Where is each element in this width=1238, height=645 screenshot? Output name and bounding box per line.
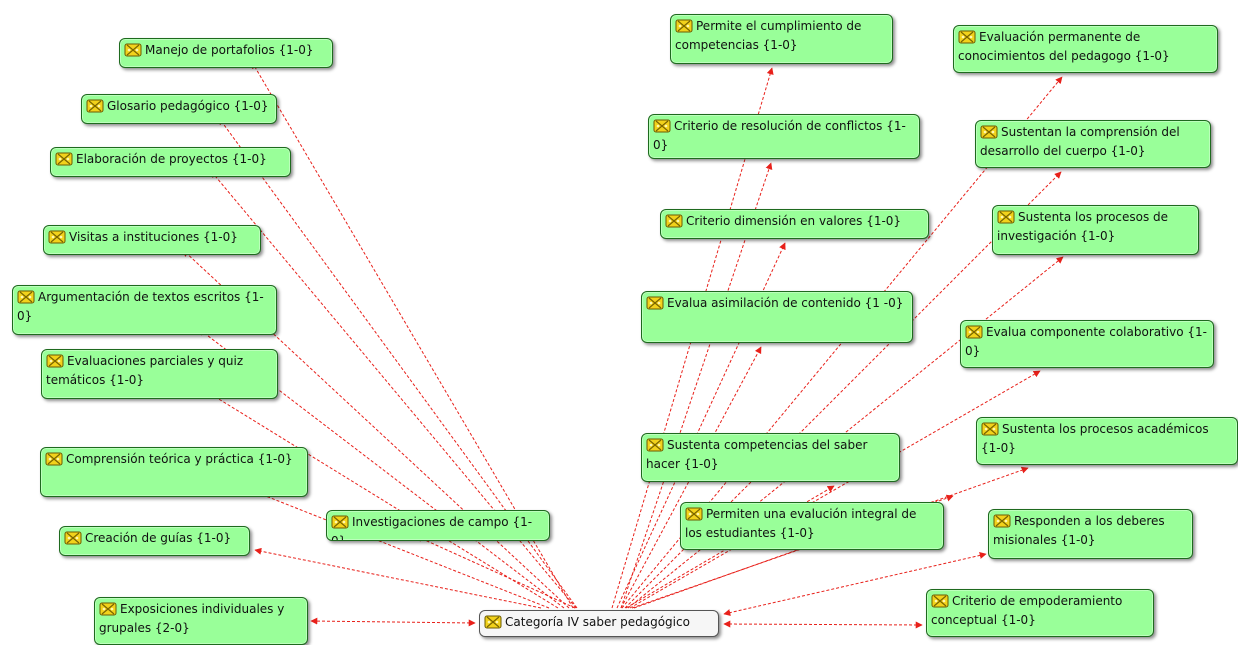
relation-arrow — [310, 617, 476, 627]
code-icon — [46, 353, 64, 368]
code-node[interactable]: Responden a los deberes misionales {1-0} — [988, 509, 1193, 559]
code-icon — [958, 29, 976, 44]
code-node[interactable]: Sustenta los procesos de investigación {… — [992, 205, 1199, 255]
code-icon — [646, 295, 664, 310]
code-label: Investigaciones de campo {1-0} — [331, 515, 533, 541]
code-icon — [331, 514, 349, 529]
code-icon — [45, 451, 63, 466]
code-node[interactable]: Criterio de empoderamiento conceptual {1… — [926, 589, 1154, 637]
code-label: Evalua componente colaborativo {1-0} — [965, 325, 1207, 358]
code-icon — [17, 289, 35, 304]
code-node[interactable]: Comprensión teórica y práctica {1-0} — [40, 447, 308, 497]
code-node[interactable]: Elaboración de proyectos {1-0} — [50, 147, 291, 177]
code-label: Categoría IV saber pedagógico — [505, 615, 690, 629]
code-icon — [965, 324, 983, 339]
code-label: Sustenta los procesos académicos {1-0} — [981, 422, 1209, 455]
code-node[interactable]: Evalua asimilación de contenido {1 -0} — [641, 291, 913, 343]
code-icon — [99, 601, 117, 616]
relation-arrow — [254, 547, 542, 609]
code-node[interactable]: Argumentación de textos escritos {1-0} — [12, 285, 277, 335]
code-label: Evaluaciones parciales y quiz temáticos … — [46, 354, 244, 387]
relation-arrow — [629, 370, 1041, 609]
code-node[interactable]: Investigaciones de campo {1-0} — [326, 510, 550, 541]
relation-arrow — [252, 490, 550, 609]
code-node[interactable]: Sustenta competencias del saber hacer {1… — [641, 433, 900, 482]
code-node[interactable]: Sustenta los procesos académicos {1-0} — [976, 417, 1238, 465]
relation-arrow — [616, 242, 786, 609]
code-node[interactable]: Manejo de portafolios {1-0} — [119, 38, 333, 68]
code-icon — [64, 530, 82, 545]
relation-arrow — [723, 620, 923, 629]
relation-arrow — [182, 249, 570, 609]
code-label: Evaluación permanente de conocimientos d… — [958, 30, 1170, 63]
relation-arrow — [208, 392, 559, 609]
code-label: Criterio de empoderamiento conceptual {1… — [931, 594, 1123, 627]
relation-arrow — [631, 494, 954, 609]
code-node[interactable]: Exposiciones individuales y grupales {2-… — [94, 597, 308, 645]
code-node[interactable]: Criterio de resolución de conflictos {1-… — [648, 114, 920, 159]
code-icon — [646, 437, 664, 452]
code-label: Elaboración de proyectos {1-0} — [76, 152, 267, 166]
code-icon — [86, 98, 104, 113]
code-icon — [484, 614, 502, 629]
code-node[interactable]: Evaluación permanente de conocimientos d… — [953, 25, 1218, 73]
code-icon — [675, 18, 693, 33]
central-code-node[interactable]: Categoría IV saber pedagógico — [479, 610, 719, 637]
code-icon — [993, 513, 1011, 528]
code-node[interactable]: Visitas a instituciones {1-0} — [43, 225, 261, 255]
code-label: Glosario pedagógico {1-0} — [107, 99, 269, 113]
code-icon — [665, 213, 683, 228]
code-label: Creación de guías {1-0} — [85, 531, 232, 545]
relation-arrow — [415, 535, 576, 609]
code-label: Visitas a instituciones {1-0} — [69, 230, 238, 244]
code-node[interactable]: Evalua componente colaborativo {1-0} — [960, 320, 1214, 368]
relation-arrow — [620, 346, 762, 609]
code-icon — [124, 42, 142, 57]
code-icon — [981, 421, 999, 436]
code-label: Evalua asimilación de contenido {1 -0} — [667, 296, 904, 310]
code-icon — [55, 151, 73, 166]
code-icon — [48, 229, 66, 244]
code-label: Criterio de resolución de conflictos {1-… — [653, 119, 906, 152]
code-node[interactable]: Permite el cumplimiento de competencias … — [670, 14, 893, 64]
code-label: Sustenta los procesos de investigación {… — [997, 210, 1169, 243]
relation-arrow — [627, 256, 1064, 609]
code-icon — [653, 118, 671, 133]
code-node[interactable]: Sustentan la comprensión del desarrollo … — [975, 120, 1211, 168]
code-label: Criterio dimensión en valores {1-0} — [686, 214, 902, 228]
code-icon — [685, 506, 703, 521]
code-label: Responden a los deberes misionales {1-0} — [993, 514, 1165, 547]
code-label: Sustentan la comprensión del desarrollo … — [980, 125, 1180, 158]
code-node[interactable]: Creación de guías {1-0} — [59, 526, 250, 556]
code-icon — [931, 593, 949, 608]
code-icon — [997, 209, 1015, 224]
code-label: Exposiciones individuales y grupales {2-… — [99, 602, 285, 635]
code-node[interactable]: Criterio dimensión en valores {1-0} — [660, 209, 929, 239]
code-label: Argumentación de textos escritos {1-0} — [17, 290, 264, 323]
code-label: Sustenta competencias del saber hacer {1… — [646, 438, 868, 471]
code-icon — [980, 124, 998, 139]
code-label: Manejo de portafolios {1-0} — [145, 43, 314, 57]
code-label: Comprensión teórica y práctica {1-0} — [66, 452, 293, 466]
code-label: Permiten una evalución integral de los e… — [685, 507, 917, 540]
code-node[interactable]: Evaluaciones parciales y quiz temáticos … — [41, 349, 278, 399]
code-node[interactable]: Glosario pedagógico {1-0} — [81, 94, 277, 124]
code-label: Permite el cumplimiento de competencias … — [675, 19, 862, 52]
code-node[interactable]: Permiten una evalución integral de los e… — [680, 502, 944, 550]
